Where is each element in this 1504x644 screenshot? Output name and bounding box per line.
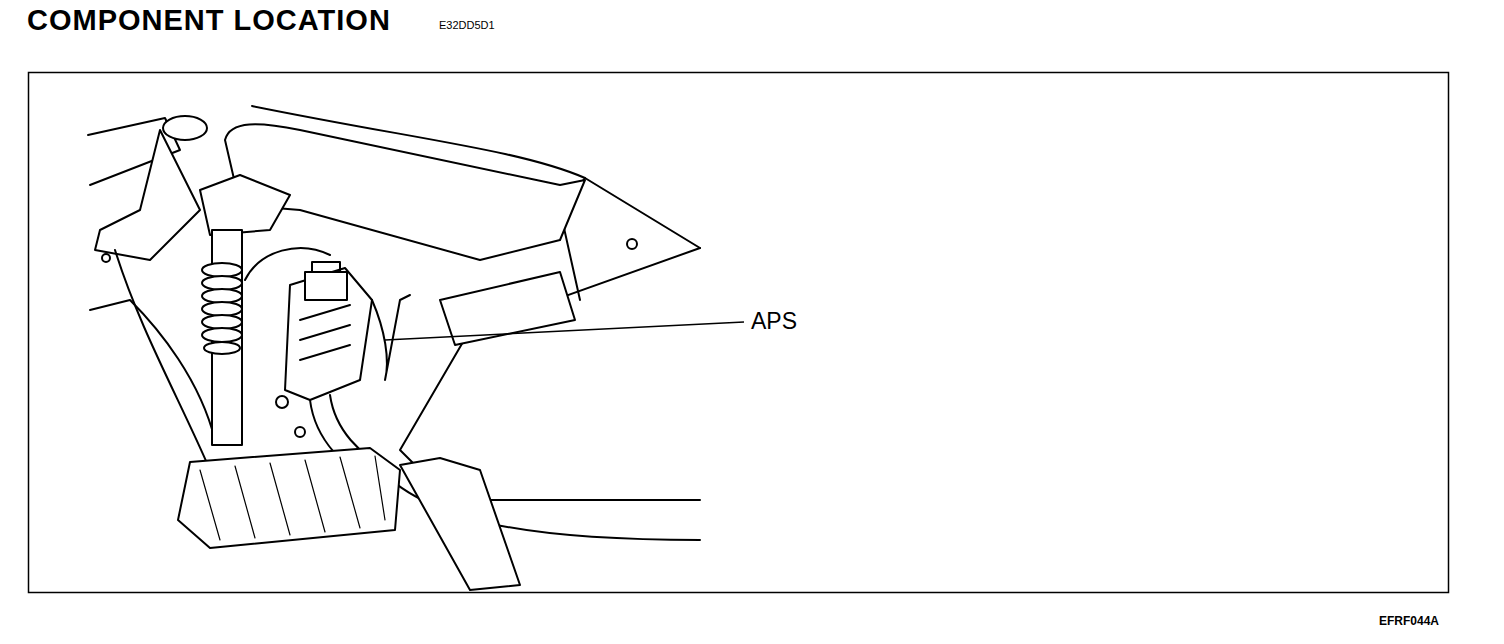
ribs — [300, 305, 350, 360]
pedal-arm — [90, 300, 215, 440]
boot — [202, 263, 242, 354]
leader-line — [385, 322, 744, 340]
bracket-clip — [200, 175, 290, 235]
bolt — [295, 427, 305, 437]
connector-latch — [312, 262, 340, 272]
brake-pad — [178, 448, 400, 548]
pedal-drawing — [88, 106, 700, 590]
page-title-holder: COMPONENT LOCATION — [26, 4, 392, 37]
figure-code: EFRF044A — [1378, 614, 1440, 628]
aps-body — [285, 268, 372, 400]
column-end — [163, 116, 207, 140]
harness — [372, 295, 410, 380]
part-name: APS — [750, 308, 798, 335]
section-code: E32DD5D1 — [438, 19, 496, 31]
section-code-holder: E32DD5D1 — [438, 15, 496, 33]
part-name-holder: APS — [750, 308, 798, 335]
pedal-arm — [115, 250, 210, 470]
page-title: COMPONENT LOCATION — [26, 4, 392, 37]
bolt — [102, 254, 110, 262]
bracket — [95, 130, 200, 260]
pad-grooves — [200, 456, 385, 540]
figure-frame — [29, 73, 1449, 593]
bolt — [627, 239, 637, 249]
accel-pad — [400, 458, 520, 590]
panel-edge — [400, 248, 700, 470]
figure-code-holder: EFRF044A — [1378, 611, 1440, 629]
bolt — [276, 396, 288, 408]
connector — [305, 272, 347, 300]
